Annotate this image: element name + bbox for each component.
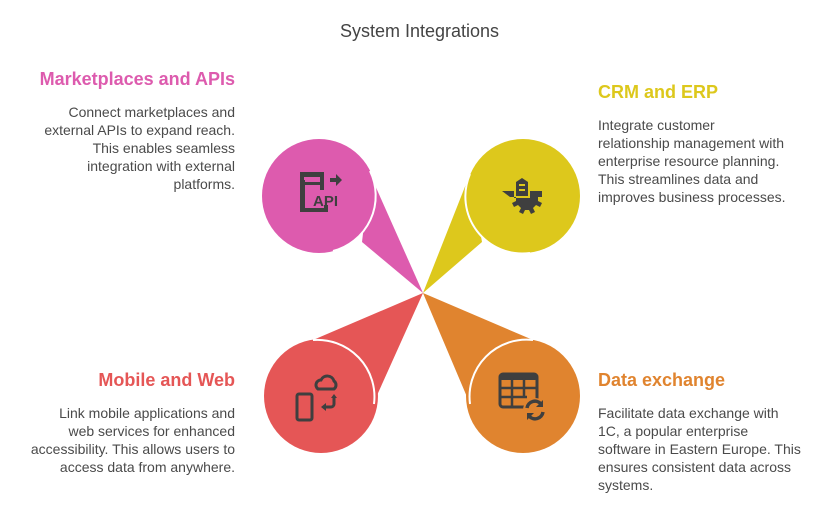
item-marketplaces-description: Connect marketplaces and external APIs t… — [44, 104, 235, 192]
item-exchange-heading: Data exchange — [598, 370, 726, 390]
building-gear-icon — [502, 178, 542, 214]
petal-mobile-rim — [312, 338, 376, 405]
petal-marketplaces-circle — [262, 139, 376, 253]
item-exchange: Data exchange Facilitate data exchange w… — [598, 368, 803, 494]
petal-exchange — [423, 293, 580, 453]
petal-mobile — [264, 293, 423, 453]
item-mobile-heading: Mobile and Web — [98, 370, 235, 390]
petal-mobile-tail — [313, 293, 423, 402]
item-mobile-description: Link mobile applications and web service… — [30, 405, 235, 475]
item-crm: CRM and ERP Integrate customer relations… — [598, 80, 788, 206]
petal-mobile-circle — [264, 339, 378, 453]
item-marketplaces: Marketplaces and APIs Connect marketplac… — [30, 67, 235, 193]
petal-exchange-rim — [468, 338, 534, 405]
petal-crm — [423, 139, 580, 293]
item-exchange-description: Facilitate data exchange with 1C, a popu… — [598, 405, 801, 493]
item-marketplaces-heading: Marketplaces and APIs — [39, 69, 235, 89]
petal-marketplaces-tail — [362, 174, 423, 293]
item-mobile: Mobile and Web Link mobile applications … — [30, 368, 235, 476]
api-export-icon: API — [300, 172, 342, 212]
item-crm-description: Integrate customer relationship manageme… — [598, 117, 786, 205]
petal-exchange-tail — [423, 293, 533, 404]
diagram-title: System Integrations — [339, 21, 500, 41]
table-sync-icon — [498, 372, 547, 422]
mobile-cloud-sync-icon — [295, 374, 338, 422]
petal-marketplaces-rim — [332, 170, 377, 252]
petal-crm-rim — [464, 173, 531, 255]
svg-text:API: API — [313, 193, 338, 210]
item-crm-heading: CRM and ERP — [598, 82, 719, 102]
petal-marketplaces: API — [262, 139, 423, 293]
